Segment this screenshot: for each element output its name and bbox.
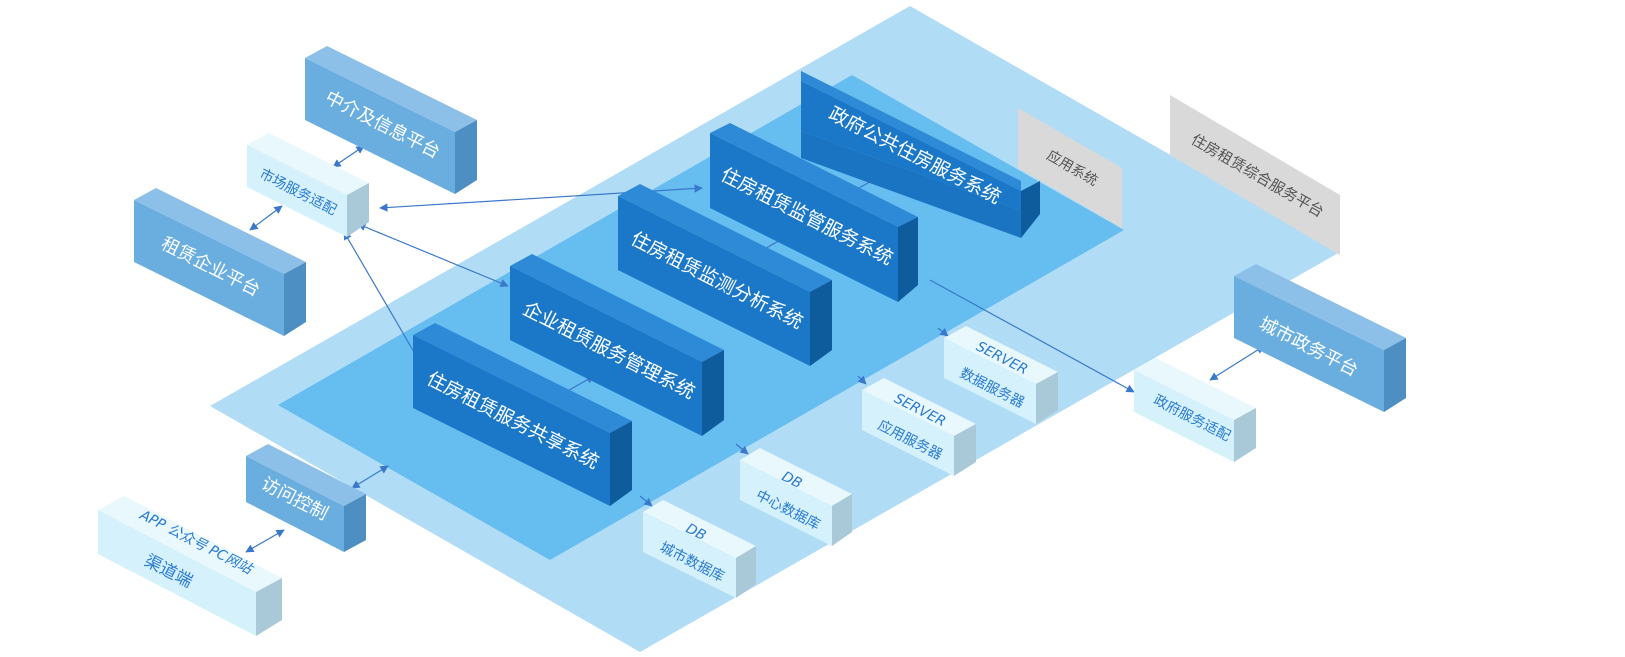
central-db-block: DB 中心数据库 [740, 448, 852, 546]
city-gov-platform-block: 城市政务平台 [1234, 264, 1406, 412]
connector-to-city-db [639, 495, 653, 507]
platform-sign-panel [1170, 95, 1340, 255]
connector-supervision-to-gov-adapter [929, 279, 1135, 393]
connector-access-to-sharing [351, 465, 389, 489]
connector-to-data-server [937, 327, 949, 337]
app-system-sign-panel [1018, 108, 1122, 228]
connector-to-central-db [735, 443, 749, 455]
system-block-rental-sharing: 住房租赁服务共享系统 [413, 323, 632, 506]
connector-agency-to-market [332, 145, 365, 168]
connector-market-to-enterprise-system [357, 223, 509, 287]
gov-adapter-block: 政府服务适配 [1134, 358, 1256, 462]
channel-block: APP 公众号 PC网站 渠道端 [98, 496, 282, 636]
connector-market-to-sharing-system [343, 231, 415, 353]
market-adapter-block: 市场服务适配 [247, 133, 369, 237]
rental-enterprise-block: 租赁企业平台 [134, 188, 306, 336]
connector-channel-to-access [245, 529, 285, 553]
system-block-enterprise-rental: 企业租赁服务管理系统 [510, 254, 724, 436]
connector-enterprise-to-market [249, 205, 283, 231]
connector-gov-adapter-to-city [1209, 345, 1265, 381]
connector-to-app-server [857, 375, 867, 385]
access-control-block: 访问控制 [246, 444, 366, 552]
data-server-block: SERVER 数据服务器 [944, 326, 1058, 424]
